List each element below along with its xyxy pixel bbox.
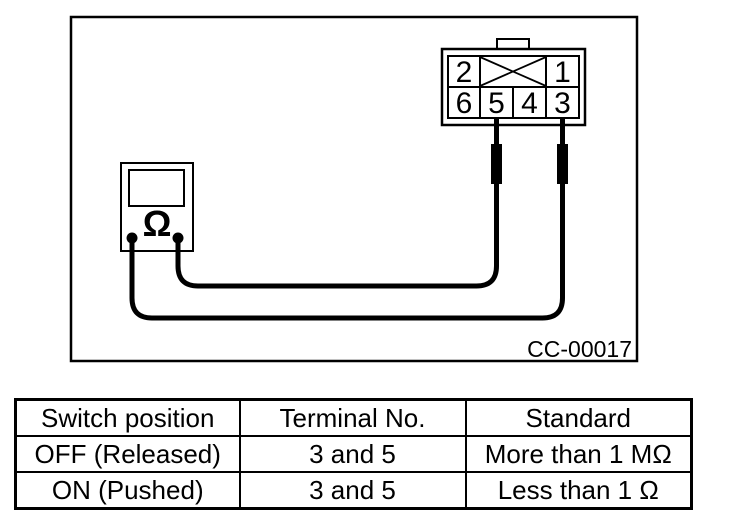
terminal-label-2: 2 bbox=[456, 56, 473, 89]
cell-terminal-no-on: 3 and 5 bbox=[238, 471, 467, 510]
table-row-on: ON (Pushed) 3 and 5 Less than 1 Ω bbox=[14, 471, 693, 510]
measurement-diagram: Ω 2 1 6 5 4 3 bbox=[69, 15, 639, 363]
multimeter-display bbox=[128, 169, 185, 207]
terminal-label-1: 1 bbox=[554, 56, 571, 89]
header-standard: Standard bbox=[464, 398, 693, 437]
cell-switch-position-off: OFF (Released) bbox=[14, 435, 241, 473]
table-row-off: OFF (Released) 3 and 5 More than 1 MΩ bbox=[14, 435, 693, 473]
connector-grid-lines bbox=[448, 56, 579, 118]
probe-connector-terminal-3 bbox=[557, 144, 568, 184]
test-leads bbox=[129, 118, 565, 321]
cell-switch-position-on: ON (Pushed) bbox=[14, 471, 241, 510]
terminal-label-4: 4 bbox=[521, 87, 538, 120]
meter-terminal-dot-left bbox=[126, 232, 138, 244]
figure-code: CC-00017 bbox=[527, 336, 632, 362]
cell-terminal-no-off: 3 and 5 bbox=[238, 435, 467, 473]
terminal-label-6: 6 bbox=[456, 87, 473, 120]
spec-table: Switch position Terminal No. Standard OF… bbox=[14, 398, 693, 510]
ohm-symbol: Ω bbox=[143, 203, 172, 244]
header-terminal-no: Terminal No. bbox=[238, 398, 467, 437]
terminal-label-3: 3 bbox=[554, 87, 571, 120]
meter-terminal-dot-right bbox=[172, 232, 184, 244]
header-switch-position: Switch position bbox=[14, 398, 241, 437]
table-header-row: Switch position Terminal No. Standard bbox=[14, 398, 693, 437]
connector: 2 1 6 5 4 3 bbox=[440, 38, 587, 127]
cell-standard-on: Less than 1 Ω bbox=[464, 471, 693, 510]
test-lead-to-terminal-3 bbox=[129, 118, 565, 321]
terminal-label-5: 5 bbox=[488, 87, 505, 120]
probe-connector-terminal-5 bbox=[491, 144, 502, 184]
cell-standard-off: More than 1 MΩ bbox=[464, 435, 693, 473]
blocked-cell-x-icon bbox=[479, 56, 547, 87]
test-lead-to-terminal-5 bbox=[175, 118, 499, 289]
